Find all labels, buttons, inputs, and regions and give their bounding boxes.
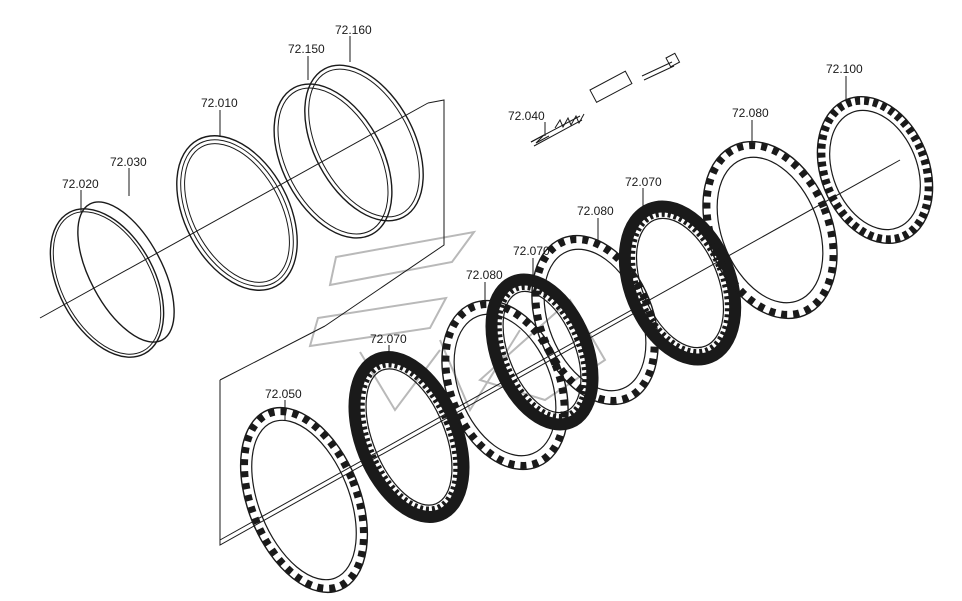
label-72-070-b[interactable]: 72.070 (513, 244, 550, 258)
assembly-axis (39, 99, 901, 546)
friction-disc-72-070-a (348, 351, 470, 523)
label-72-080-c[interactable]: 72.080 (466, 268, 503, 282)
label-72-080-b[interactable]: 72.080 (577, 204, 614, 218)
label-72-070-a[interactable]: 72.070 (625, 175, 662, 189)
spring-pin-assembly-72-040 (530, 52, 681, 147)
ring-72-150 (273, 83, 393, 239)
label-72-080-a[interactable]: 72.080 (732, 106, 769, 120)
label-72-020[interactable]: 72.020 (62, 177, 99, 191)
label-72-070-c[interactable]: 72.070 (370, 332, 407, 346)
ring-72-030 (77, 201, 175, 343)
label-72-010[interactable]: 72.010 (201, 96, 238, 110)
clutch-disc-72-050 (239, 406, 369, 594)
label-72-100[interactable]: 72.100 (826, 62, 863, 76)
snap-ring-72-100 (816, 95, 934, 245)
part-labels: 72.020 72.030 72.010 72.150 72.160 72.04… (62, 23, 863, 401)
leader-lines (80, 36, 847, 420)
clutch-disc-72-080-c (702, 140, 838, 320)
label-72-050[interactable]: 72.050 (265, 387, 302, 401)
label-72-150[interactable]: 72.150 (288, 42, 325, 56)
ring-72-020 (49, 208, 165, 358)
label-72-030[interactable]: 72.030 (110, 155, 147, 169)
label-72-040[interactable]: 72.040 (508, 109, 545, 123)
clutch-disc-72-080-b (531, 234, 659, 406)
label-72-160[interactable]: 72.160 (335, 23, 372, 37)
ring-72-010 (176, 135, 298, 291)
friction-disc-72-070-b (485, 273, 599, 431)
ring-72-160 (304, 64, 424, 222)
